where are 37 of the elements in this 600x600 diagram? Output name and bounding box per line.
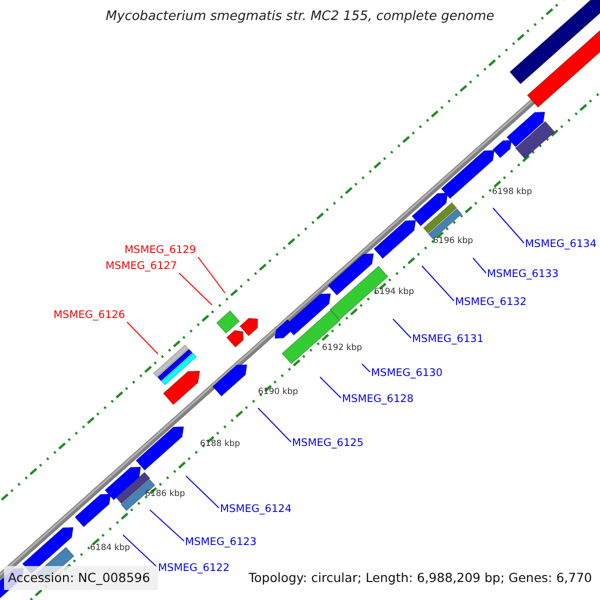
scale-label: 6198 kbp (492, 187, 532, 198)
leader-line (258, 408, 292, 442)
leader-line (320, 376, 342, 398)
leader-line (198, 256, 226, 294)
gene-label: MSMEG_6128 (342, 393, 414, 406)
leader-line (392, 318, 412, 338)
leader-line (362, 364, 370, 372)
leader-line (126, 322, 158, 354)
gene-label: MSMEG_6122 (158, 562, 230, 575)
leader-line (150, 510, 184, 542)
gene-label: MSMEG_6129 (124, 244, 196, 257)
leader-line (122, 534, 158, 568)
leader-line (186, 476, 220, 508)
gene-label: MSMEG_6125 (292, 437, 364, 450)
gene-label: MSMEG_6133 (487, 268, 559, 281)
gene-label: MSMEG_6132 (455, 296, 527, 309)
scale-label: 6196 kbp (433, 236, 474, 247)
scale-label: 6186 kbp (145, 489, 186, 500)
leader-line (422, 266, 454, 302)
gene-label: MSMEG_6134 (525, 238, 597, 251)
leader-line (472, 258, 486, 274)
gene-label: MSMEG_6126 (53, 309, 125, 322)
scale-label: 6190 kbp (258, 387, 298, 398)
gene-label: MSMEG_6124 (220, 503, 292, 516)
gene-label: MSMEG_6127 (105, 260, 177, 273)
leader-line (178, 272, 212, 306)
title: Mycobacterium smegmatis str. MC2 155, complete genome (104, 9, 496, 24)
gene-label: MSMEG_6123 (185, 536, 257, 549)
leader-line (492, 208, 524, 244)
gene-label: MSMEG_6131 (412, 333, 484, 346)
scale-label: 6194 kbp (374, 287, 414, 298)
scale-label: 6184 kbp (90, 543, 130, 554)
gene-label: MSMEG_6130 (371, 367, 443, 380)
scale-label: 6188 kbp (200, 439, 240, 450)
accession-text: Accession: NC_008596 (4, 566, 158, 590)
topology-text: Topology: circular; Length: 6,988,209 bp; Genes: 6,770 (248, 570, 592, 585)
scale-label: 6192 kbp (322, 343, 362, 354)
